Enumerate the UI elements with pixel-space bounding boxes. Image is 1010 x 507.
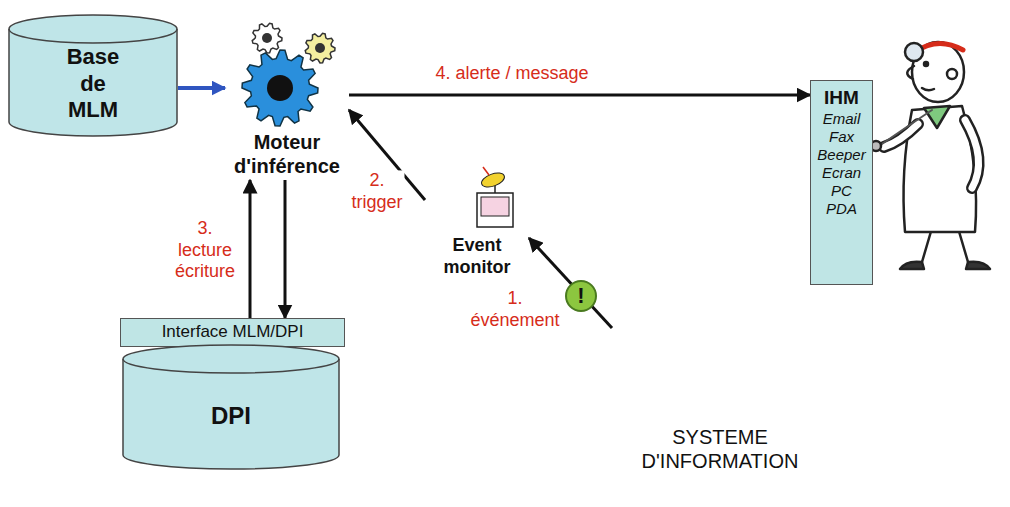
- monitor-case: [477, 193, 513, 227]
- cylinder-body: [9, 15, 177, 136]
- cylinder-body: [123, 345, 339, 469]
- satellite-dish: [480, 170, 507, 189]
- node-title: IHM: [824, 87, 859, 110]
- hmi-box: IHMEmail Fax Beeper Ecran PC PDA: [810, 80, 873, 285]
- node-body: Email Fax Beeper Ecran PC PDA: [817, 110, 865, 218]
- node-title: Event monitor: [444, 235, 511, 278]
- small-gear: [252, 23, 282, 53]
- doctor-legs: [922, 228, 968, 262]
- cylinder-rim: [123, 359, 339, 373]
- doctor-nose: [907, 66, 914, 79]
- database-cylinder: Base de MLM: [8, 15, 178, 137]
- doctor-arm: [884, 124, 918, 147]
- doctor-shoe: [966, 262, 990, 269]
- node-title: DPI: [211, 402, 251, 431]
- small-gear: [305, 33, 335, 63]
- doctor-eye: [924, 62, 928, 66]
- doctor-head: [912, 42, 964, 102]
- gears-icon: [227, 12, 347, 130]
- head-band: [915, 43, 963, 52]
- doctor-arm: [965, 120, 979, 188]
- node-title: Base de MLM: [67, 44, 120, 123]
- doctor-mouth: [922, 88, 934, 90]
- main-gear: [242, 50, 318, 126]
- monitor-icon: [427, 165, 527, 235]
- doctor-shoe: [900, 262, 924, 269]
- cylinder-rim: [9, 29, 177, 43]
- event-badge: !: [565, 280, 597, 312]
- doctor-arm: [884, 124, 918, 147]
- doctor-collar: [924, 106, 950, 128]
- step-label: 2. trigger: [349, 170, 404, 213]
- step-label: 3. lecture écriture: [173, 218, 237, 283]
- flow-arrow: [284, 180, 287, 318]
- interface-box: Interface MLM/DPI: [120, 318, 345, 347]
- flow-arrow: [349, 94, 810, 97]
- doctor-ear: [947, 69, 957, 79]
- inference-engine: Moteur d'inférence: [225, 12, 349, 180]
- dish-antenna: [483, 167, 489, 175]
- gear-hub: [267, 75, 293, 101]
- doctor-arm: [965, 120, 979, 188]
- node-title: Interface MLM/DPI: [162, 322, 304, 342]
- node-title: SYSTEME D'INFORMATION: [630, 425, 810, 473]
- node-title: Moteur d'inférence: [234, 130, 340, 178]
- monitor-screen: [481, 197, 509, 216]
- gear-hub: [262, 33, 272, 43]
- region-fill: [96, 71, 1010, 507]
- gear-hub: [315, 43, 325, 53]
- step-label: 4. alerte / message: [433, 63, 590, 85]
- flow-arrow: [178, 86, 225, 90]
- database-cylinder: DPI: [122, 345, 340, 470]
- stethoscope: [879, 110, 932, 146]
- step-label: 1. événement: [468, 288, 561, 331]
- event-monitor: Event monitor: [425, 165, 529, 283]
- flow-arrow: [249, 180, 252, 318]
- head-mirror: [905, 43, 923, 61]
- doctor-coat: [904, 106, 977, 232]
